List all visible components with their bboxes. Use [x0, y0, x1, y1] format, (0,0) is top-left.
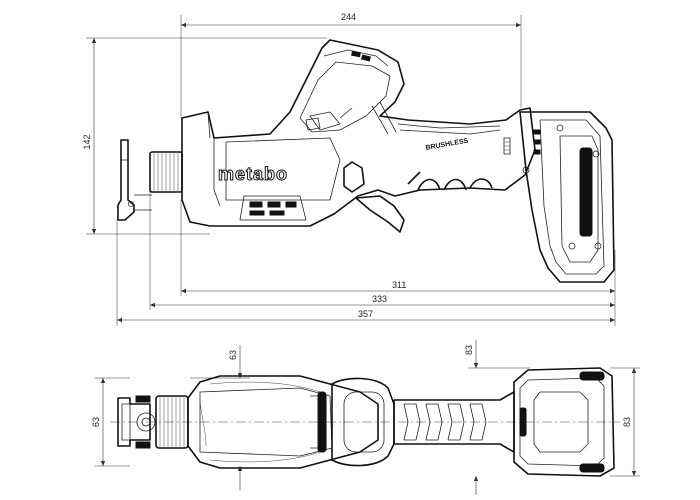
- front-housing: [181, 39, 536, 227]
- dimension-63-top-label: 63: [228, 350, 238, 360]
- grip-upper-line: [397, 123, 501, 129]
- dimension-357-label: 357: [358, 309, 373, 319]
- battery-pack: [519, 111, 615, 283]
- dimension-63-left-label: 63: [91, 417, 101, 427]
- dimension-83-right-label: 83: [622, 417, 632, 427]
- brushless-label: BRUSHLESS: [425, 138, 469, 152]
- top-view-dimensions: 63 63 83 83: [91, 340, 640, 495]
- dimension-83-grip-label: 83: [464, 345, 474, 355]
- side-view-saw: metabo BRUSHLESS: [117, 39, 615, 283]
- side-view-dimensions: 244 142 311 333 357: [82, 12, 616, 326]
- top-battery-pack: [513, 367, 615, 477]
- handle-lower: [355, 195, 405, 233]
- top-trigger: [343, 391, 385, 453]
- logo-panel: [225, 137, 341, 201]
- screw-icon: [522, 166, 530, 174]
- top-front-housing: [187, 375, 379, 469]
- dimension-333-label: 333: [372, 294, 387, 304]
- top-blade-holder: [117, 397, 151, 447]
- air-vents: [239, 195, 307, 221]
- blade-shoe: [117, 139, 135, 221]
- trigger: [343, 161, 365, 193]
- dimension-311-label: 311: [392, 280, 406, 290]
- dimension-244-label: 244: [341, 12, 356, 22]
- screw-icon: [592, 150, 600, 158]
- screw-icon: [556, 124, 564, 132]
- top-view-saw: [110, 367, 620, 477]
- screw-icon: [594, 242, 602, 250]
- dimension-142-label: 142: [82, 134, 92, 149]
- screw-icon: [568, 242, 576, 250]
- battery-side-rail: [579, 147, 593, 237]
- finger-grooves: [407, 171, 493, 191]
- top-grip-ridges: [403, 403, 487, 441]
- brand-logo: metabo: [218, 164, 288, 184]
